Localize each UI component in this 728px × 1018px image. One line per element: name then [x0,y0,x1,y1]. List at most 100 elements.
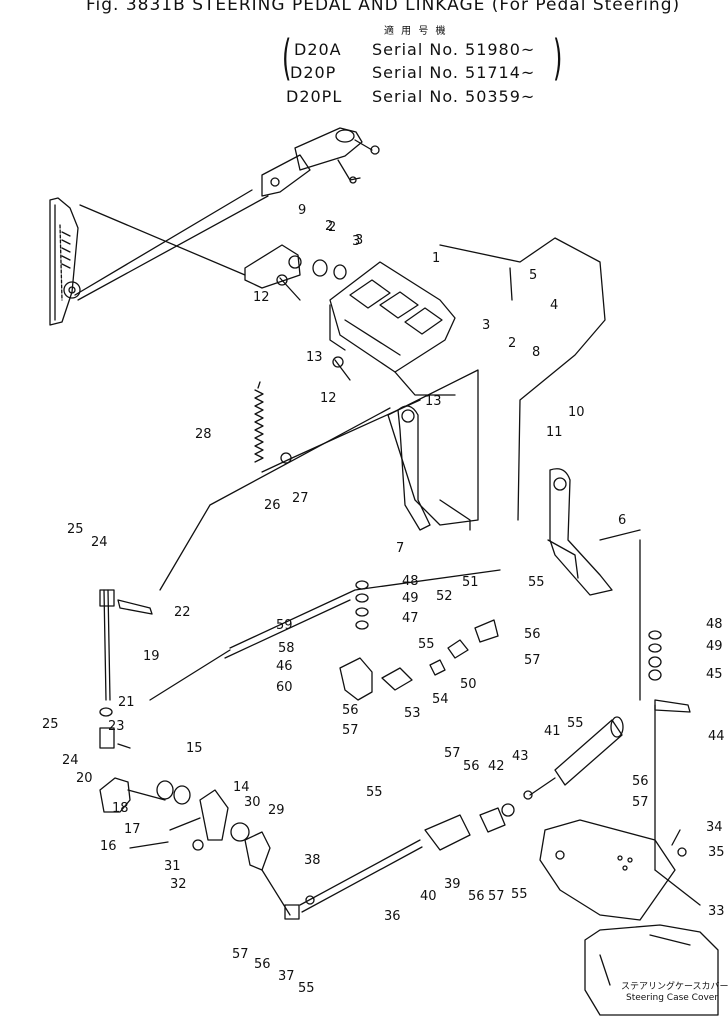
serial-number-1: Serial No. 51980~ [372,40,536,59]
serial-number-3: Serial No. 50359~ [372,87,536,106]
callout-8: 8 [532,345,540,360]
callout-3: 3 [482,318,490,333]
cylinder-part-41 [523,716,624,800]
callout-21: 21 [118,695,135,710]
callout-7: 7 [396,541,404,556]
callout-50: 50 [460,677,477,692]
callout-56: 56 [463,759,480,774]
lever-part-9 [244,244,301,289]
callout-52: 52 [436,589,453,604]
callout-39: 39 [444,877,461,892]
rod-part-19 [99,589,153,717]
callout-25: 25 [67,522,84,537]
callout-3: 3 [355,233,363,248]
callout-15: 15 [186,741,203,756]
callout-20: 20 [76,771,93,786]
lever-part-14 [199,789,229,841]
callout-12: 12 [253,290,270,305]
callout-3: 3 [352,234,360,249]
callout-47: 47 [402,611,419,626]
callout-30: 30 [244,795,261,810]
callout-33: 33 [708,904,725,919]
callout-29: 29 [268,803,285,818]
callout-48: 48 [402,574,419,589]
callout-11: 11 [546,425,563,440]
arm-part-18 [99,777,131,813]
plate-part-33 [539,819,676,921]
callout-57: 57 [632,795,649,810]
cover-label-jp: ステアリングケースカバー [621,980,728,992]
rod-part-36 [299,839,421,906]
callout-53: 53 [404,706,421,721]
serial-number-2: Serial No. 51714~ [372,63,536,82]
pedal-arm-left [397,405,431,531]
callout-49: 49 [706,639,723,654]
callout-37: 37 [278,969,295,984]
callout-60: 60 [276,680,293,695]
callout-57: 57 [342,723,359,738]
callout-46: 46 [276,659,293,674]
callout-56: 56 [342,703,359,718]
callout-59: 59 [276,618,293,633]
spring-part-28 [254,389,264,463]
callout-18: 18 [112,801,129,816]
callout-54: 54 [432,692,449,707]
callout-57: 57 [444,746,461,761]
callout-12: 12 [320,391,337,406]
callout-31: 31 [164,859,181,874]
callout-55: 55 [366,785,383,800]
callout-58: 58 [278,641,295,656]
callout-10: 10 [568,405,585,420]
callout-23: 23 [108,719,125,734]
callout-2: 2 [325,219,333,234]
callout-56: 56 [468,889,485,904]
callout-49: 49 [402,591,419,606]
callout-45: 45 [706,667,723,682]
callout-32: 32 [170,877,187,892]
callout-16: 16 [100,839,117,854]
callout-43: 43 [512,749,529,764]
steering-case-cover [584,924,719,1016]
callout-44: 44 [708,729,725,744]
callout-48: 48 [706,617,723,632]
callout-28: 28 [195,427,212,442]
callout-17: 17 [124,822,141,837]
callout-22: 22 [174,605,191,620]
callout-27: 27 [292,491,309,506]
pedal-arm-right [547,468,613,596]
serial-model-2: D20P [290,63,337,82]
callout-41: 41 [544,724,561,739]
callout-13: 13 [306,350,323,365]
callout-2: 2 [328,220,336,235]
callout-56: 56 [632,774,649,789]
callout-38: 38 [304,853,321,868]
callout-57: 57 [488,889,505,904]
callout-14: 14 [233,780,250,795]
callout-55: 55 [511,887,528,902]
callout-1: 1 [432,251,440,266]
callout-40: 40 [420,889,437,904]
callout-56: 56 [254,957,271,972]
cover-label-en: Steering Case Cover [626,993,718,1003]
figure-title: Fig. 3831B STEERING PEDAL AND LINKAGE (F… [86,0,681,15]
serial-model-3: D20PL [286,87,343,106]
serial-model-1: D20A [294,40,342,59]
callout-24: 24 [62,753,79,768]
callout-51: 51 [462,575,479,590]
callout-57: 57 [232,947,249,962]
callout-35: 35 [708,845,725,860]
callout-26: 26 [264,498,281,513]
callout-34: 34 [706,820,723,835]
serial-close-bracket: ) [553,30,563,86]
upper-linkage-assembly [49,127,380,326]
callout-36: 36 [384,909,401,924]
callout-55: 55 [418,637,435,652]
callout-25: 25 [42,717,59,732]
callout-19: 19 [143,649,160,664]
callout-42: 42 [488,759,505,774]
callout-24: 24 [91,535,108,550]
main-bracket-assembly [329,237,606,531]
callout-2: 2 [508,336,516,351]
callout-5: 5 [529,268,537,283]
